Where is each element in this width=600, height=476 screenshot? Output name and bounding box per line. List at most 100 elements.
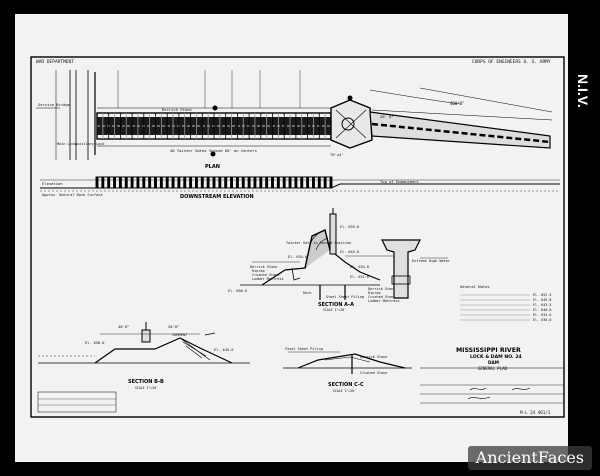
elevation-pier <box>183 176 187 189</box>
plan-label-service-bridge: Service Bridge <box>38 102 71 107</box>
elevation-pier <box>206 176 210 189</box>
section-aa-label-5: Lumber Mattress <box>252 277 284 281</box>
section-bb-label-2: 20'0" <box>168 324 179 329</box>
drawing-border <box>30 56 565 418</box>
downstream-elevation-title: DOWNSTREAM ELEVATION <box>180 194 254 200</box>
elevation-pier <box>95 176 99 189</box>
elevation-pier <box>259 176 263 189</box>
section-bb-label-1: 40'0" <box>118 324 129 329</box>
title-subject: DAM <box>488 360 499 365</box>
elevation-label-left: Elevation <box>42 181 63 186</box>
elevation-pier <box>271 176 274 189</box>
notes-lines <box>460 294 530 321</box>
section-cc-label-2: Derrick Stone <box>360 355 387 359</box>
title-river: MISSISSIPPI RIVER <box>456 347 521 354</box>
plan-view <box>36 70 553 160</box>
section-cc-label-1: Steel Sheet Piling <box>285 347 323 351</box>
elevation-pier <box>241 176 245 189</box>
notes-title: General Notes <box>460 284 490 289</box>
section-bb-label-3: El. 650.0 <box>85 341 104 345</box>
section-bb-label-5: El. 645.0 <box>214 348 233 352</box>
downstream-elevation-view <box>40 176 560 192</box>
elevation-pier <box>118 176 122 189</box>
section-aa-label-10: Rock <box>303 291 312 295</box>
plan-label-derrick-stone: Derrick Stone <box>162 107 192 112</box>
elevation-label-right: Top of Embankment <box>380 179 419 184</box>
section-aa-label-4: Crushed Stone <box>252 273 279 277</box>
pier-detail-label: Extreme High Water <box>412 259 450 263</box>
section-aa-label-16: Crushed Stone <box>368 295 395 299</box>
section-aa-scale: SCALE 1"=20' <box>323 308 346 312</box>
elevation-pier <box>130 176 134 189</box>
section-aa-view <box>240 208 395 300</box>
section-aa-label-3: Riprap <box>252 269 265 273</box>
elevation-pier <box>247 176 251 189</box>
notes-line-1: El. 652.5 <box>533 293 551 297</box>
elevation-pier <box>136 176 140 189</box>
section-aa-label-7: El. 639.0 <box>340 225 359 229</box>
elevation-pier <box>230 176 234 189</box>
elevation-pier <box>154 176 157 189</box>
elevation-pier <box>148 176 152 189</box>
elevation-pier <box>165 176 169 189</box>
section-bb-label-4: CURRENT <box>172 333 188 337</box>
elevation-pier <box>224 176 228 189</box>
elevation-pier <box>300 176 304 189</box>
plan-label-dimension-b: 400'0" <box>450 101 464 106</box>
section-aa-label-1: Tainter Gate in Raised Position <box>286 241 351 245</box>
elevation-pier <box>218 176 222 189</box>
section-bb-view <box>38 322 250 364</box>
watermark-badge: AncientFaces <box>467 446 592 470</box>
notes-line-3: El. 643.5 <box>533 303 551 307</box>
drawing-sheet <box>15 14 568 462</box>
section-cc-view <box>283 351 412 374</box>
plan-label-auxiliary-lock: Auxiliary Lock <box>75 142 105 146</box>
elevation-label-ground: Approx. Natural Rock Surface <box>42 193 103 197</box>
section-aa-label-8: El. 645.0 <box>340 250 359 254</box>
notes-line-4: El. 640.0 <box>533 308 551 312</box>
elevation-pier <box>329 176 333 189</box>
section-cc-label-3: Crushed Stone <box>360 371 387 375</box>
elevation-pier <box>189 176 193 189</box>
section-aa-label-15: Riprap <box>368 291 381 295</box>
elevation-pier <box>107 176 111 189</box>
title-sheet: GENERAL PLAN <box>478 366 507 371</box>
elevation-pier <box>177 176 181 189</box>
title-lock-dam: LOCK & DAM NO. 24 <box>470 354 522 360</box>
elevation-pier <box>142 176 146 189</box>
elevation-pier <box>312 176 315 189</box>
elevation-pier <box>323 176 327 189</box>
elevation-pier <box>113 176 117 189</box>
title-sheet-number: M-L 24 401/1 <box>520 410 551 415</box>
elevation-pier <box>124 176 128 189</box>
section-aa-label-2: Derrick Stone <box>250 265 277 269</box>
title-block <box>420 367 564 404</box>
section-aa-label-6: El. 634.0 <box>288 255 307 259</box>
section-aa-title: SECTION A-A <box>318 302 354 308</box>
section-aa-label-17: Lumber Mattress <box>368 299 400 303</box>
header-left: WAR DEPARTMENT <box>36 59 74 65</box>
plan-label-dimension-a: 70'x4' <box>330 152 344 157</box>
plan-title: PLAN <box>205 164 220 170</box>
section-cc-title: SECTION C-C <box>328 382 364 388</box>
elevation-pier <box>194 176 198 189</box>
section-aa-label-14: Derrick Stone <box>368 287 395 291</box>
section-bb-title: SECTION B-B <box>128 379 164 385</box>
side-annotation: N.I.V. <box>572 70 594 220</box>
notes-line-5: El. 634.0 <box>533 313 551 317</box>
pier-detail <box>381 239 448 299</box>
section-aa-label-12: El. 634.0 <box>350 265 369 269</box>
section-bb-scale: SCALE 1"=20' <box>135 386 158 390</box>
side-annotation-text: N.I.V. <box>575 74 591 108</box>
elevation-pier <box>265 176 269 189</box>
plan-label-main-lock: Main Lock <box>57 142 77 146</box>
elevation-pier <box>294 176 298 189</box>
section-aa-label-9: El. 600.0 <box>228 289 247 293</box>
elevation-pier <box>276 176 280 189</box>
elevation-pier <box>253 176 257 189</box>
notes-line-6: El. 630.0 <box>533 318 551 322</box>
elevation-pier <box>171 176 175 189</box>
section-aa-label-11: Steel Sheet Piling <box>326 295 364 299</box>
elevation-pier <box>212 176 216 189</box>
